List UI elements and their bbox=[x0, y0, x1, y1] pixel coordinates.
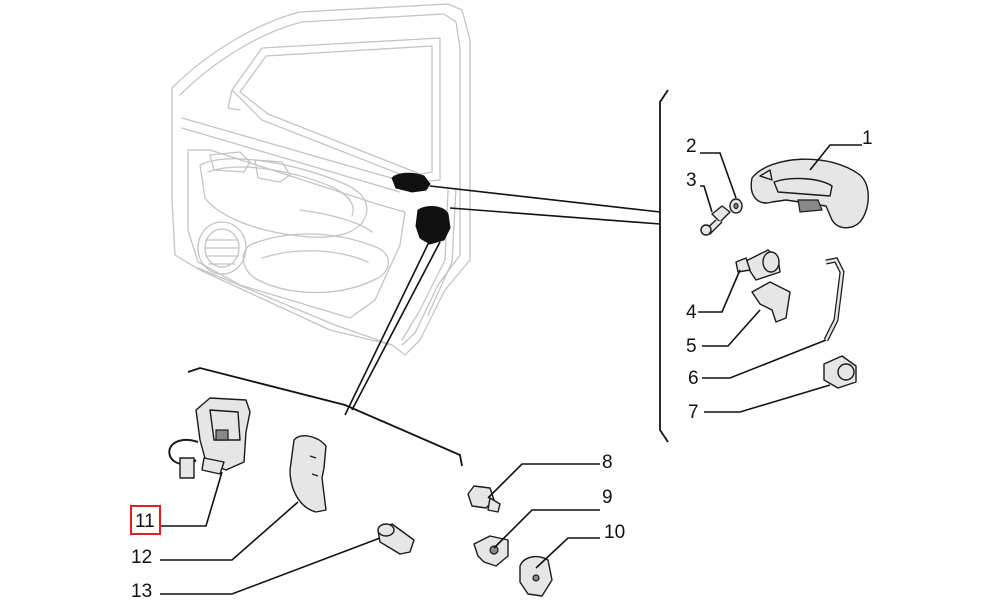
part-8-bolt bbox=[467, 485, 501, 513]
door-outline bbox=[171, 3, 471, 356]
part-3-screw bbox=[700, 205, 731, 236]
callout-9: 9 bbox=[602, 487, 613, 508]
callout-numbers: 1 2 3 4 5 6 7 8 9 10 11 12 13 bbox=[130, 128, 873, 600]
part-1-door-handle bbox=[750, 158, 869, 229]
part-5-clip bbox=[751, 281, 791, 323]
part-13-pin bbox=[377, 523, 415, 555]
part-4-lock-cylinder bbox=[735, 249, 781, 281]
lower-group-bracket bbox=[187, 367, 463, 467]
part-7-bushing bbox=[823, 355, 857, 389]
callout-11: 11 bbox=[135, 511, 155, 532]
part-11-door-lock bbox=[168, 397, 251, 479]
part-12-trim-plate bbox=[289, 435, 327, 513]
callout-6: 6 bbox=[688, 368, 699, 389]
callout-1: 1 bbox=[862, 128, 873, 149]
callout-leaders bbox=[160, 144, 862, 595]
callout-5: 5 bbox=[686, 336, 697, 357]
callout-13: 13 bbox=[131, 581, 152, 600]
part-10-plate bbox=[519, 555, 553, 597]
callout-11-highlight-box bbox=[130, 505, 161, 535]
callout-4: 4 bbox=[686, 302, 697, 323]
callout-3: 3 bbox=[686, 170, 697, 191]
part-6-rod bbox=[823, 257, 845, 342]
callout-10: 10 bbox=[604, 522, 625, 543]
callout-7: 7 bbox=[688, 402, 699, 423]
callout-2: 2 bbox=[686, 136, 697, 157]
callout-8: 8 bbox=[602, 452, 613, 473]
door-to-bracket-leaders bbox=[344, 185, 661, 416]
part-9-striker bbox=[473, 535, 509, 567]
part-2-washer bbox=[729, 198, 743, 214]
right-group-bracket bbox=[659, 89, 669, 443]
callout-12: 12 bbox=[131, 547, 152, 568]
door-handle-area-highlight bbox=[391, 172, 451, 245]
